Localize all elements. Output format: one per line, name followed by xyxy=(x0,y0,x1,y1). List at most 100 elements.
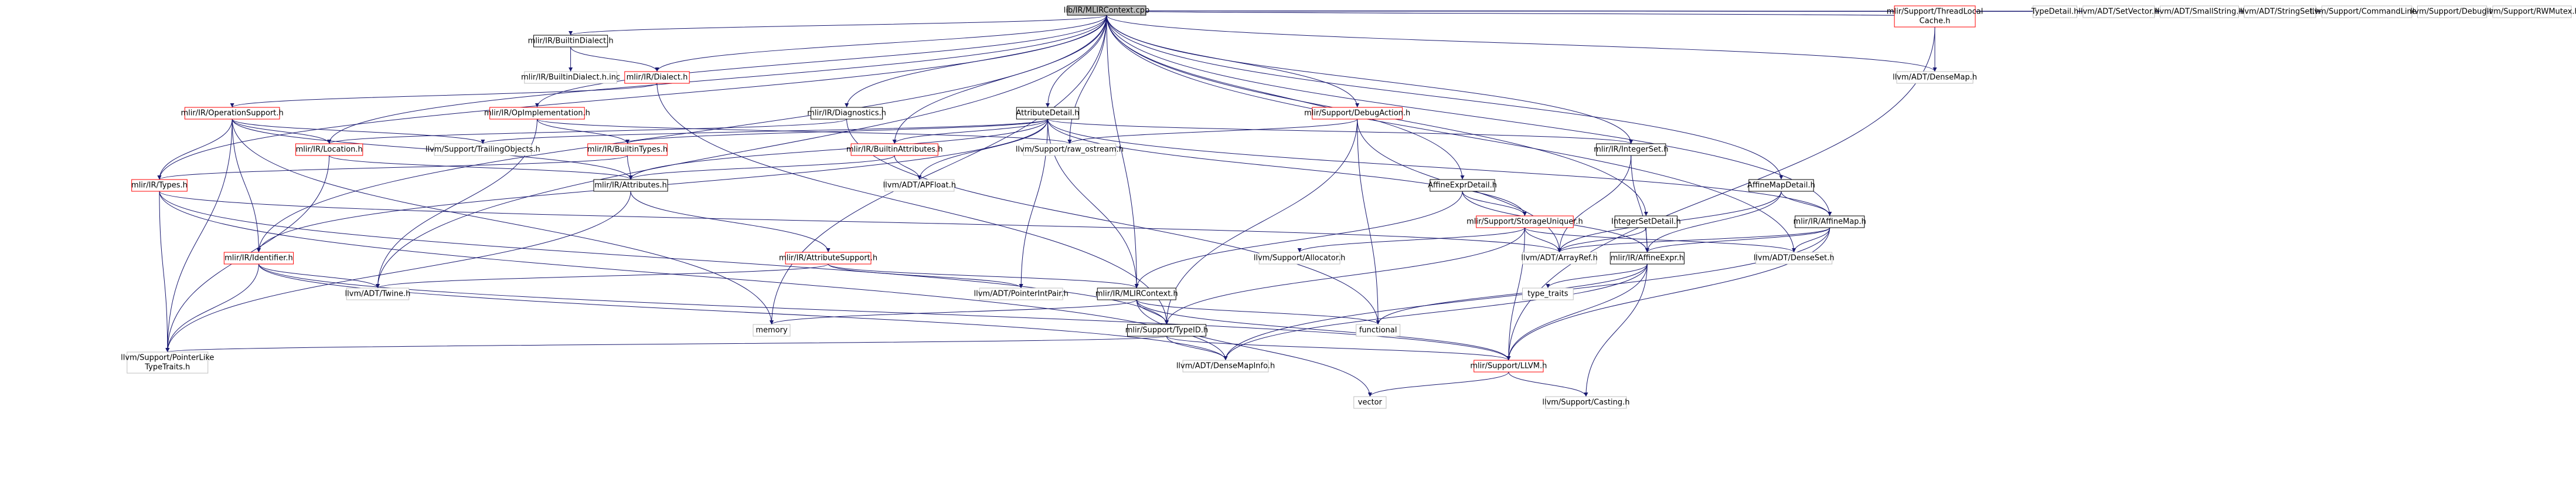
node-label-builtin-dialect-inc: mlir/IR/BuiltinDialect.h.inc xyxy=(521,73,620,82)
node-dense-set[interactable]: llvm/ADT/DenseSet.h xyxy=(1754,252,1835,265)
node-location[interactable]: mlir/IR/Location.h xyxy=(295,143,363,156)
edge-attribute-detail-to-integer-set xyxy=(1047,119,1633,144)
node-attributes[interactable]: mlir/IR/Attributes.h xyxy=(593,179,668,192)
edge-operation-support-to-location xyxy=(232,119,332,144)
node-box-builtin-attributes xyxy=(850,143,938,156)
node-type-detail[interactable]: TypeDetail.h xyxy=(2031,5,2079,18)
edge-storage-uniquer-to-allocator xyxy=(1297,227,1525,253)
node-type-traits[interactable]: type_traits xyxy=(1522,287,1574,300)
node-builtin-dialect-inc[interactable]: mlir/IR/BuiltinDialect.h.inc xyxy=(521,71,620,84)
node-label-small-string: llvm/ADT/SmallString.h xyxy=(2155,8,2243,16)
node-array-ref[interactable]: llvm/ADT/ArrayRef.h xyxy=(1521,252,1598,265)
node-allocator[interactable]: llvm/Support/Allocator.h xyxy=(1254,252,1346,265)
node-affine-map-detail[interactable]: AffineMapDetail.h xyxy=(1747,179,1815,192)
node-label-thread-local-cache: Cache.h xyxy=(1920,17,1951,26)
node-box-vector xyxy=(1353,396,1387,409)
node-attribute-detail[interactable]: AttributeDetail.h xyxy=(1016,107,1080,120)
node-twine[interactable]: llvm/ADT/Twine.h xyxy=(345,287,411,300)
include-edges xyxy=(157,8,2533,397)
node-label-builtin-attributes: mlir/IR/BuiltinAttributes.h xyxy=(846,146,943,154)
node-label-operation-support: mlir/IR/OperationSupport.h xyxy=(181,109,283,118)
node-box-integer-set-detail xyxy=(1614,215,1678,228)
node-rw-mutex[interactable]: llvm/Support/RWMutex.h xyxy=(2485,5,2576,18)
node-label-dense-map-info: llvm/ADT/DenseMapInfo.h xyxy=(1176,362,1275,371)
node-builtin-attributes[interactable]: mlir/IR/BuiltinAttributes.h xyxy=(846,143,943,156)
node-llvm-h[interactable]: mlir/Support/LLVM.h xyxy=(1470,360,1547,373)
edge-attribute-support-to-mlir-context xyxy=(828,263,1139,289)
node-box-pointer-like-type-traits xyxy=(127,351,209,374)
node-small-string[interactable]: llvm/ADT/SmallString.h xyxy=(2155,5,2244,18)
node-identifier[interactable]: mlir/IR/Identifier.h xyxy=(223,252,294,265)
node-trailing-objects[interactable]: llvm/Support/TrailingObjects.h xyxy=(426,143,540,156)
edge-location-to-attributes xyxy=(329,155,633,180)
node-box-dense-set xyxy=(1755,252,1833,265)
node-label-attribute-support: mlir/IR/AttributeSupport.h xyxy=(779,254,877,263)
edge-dialect-to-type-id xyxy=(656,83,1169,325)
node-op-implementation[interactable]: mlir/IR/OpImplementation.h xyxy=(484,107,590,120)
edge-affine-map-to-array-ref xyxy=(1557,227,1830,253)
node-label-builtin-types: mlir/IR/BuiltinTypes.h xyxy=(587,146,668,154)
node-memory[interactable]: memory xyxy=(753,324,791,337)
node-builtin-dialect[interactable]: mlir/IR/BuiltinDialect.h xyxy=(528,35,614,48)
edge-affine-expr-to-llvm-h xyxy=(1506,263,1648,361)
node-pointer-int-pair[interactable]: llvm/ADT/PointerIntPair.h xyxy=(974,287,1068,300)
edge-integer-set-detail-to-array-ref xyxy=(1557,227,1646,253)
edge-type-id-to-pointer-like-type-traits xyxy=(166,336,1168,353)
edge-debug-action-to-raw-ostream xyxy=(1067,119,1358,144)
node-storage-uniquer[interactable]: mlir/Support/StorageUniquer.h xyxy=(1466,215,1583,228)
node-command-line[interactable]: llvm/Support/CommandLine.h xyxy=(2310,5,2424,18)
edge-builtin-types-to-types xyxy=(157,155,628,180)
edge-diagnostics-to-functional xyxy=(846,119,1380,325)
node-box-array-ref xyxy=(1522,252,1597,265)
node-operation-support[interactable]: mlir/IR/OperationSupport.h xyxy=(181,107,284,120)
node-raw-ostream[interactable]: llvm/Support/raw_ostream.h xyxy=(1016,143,1124,156)
node-vector[interactable]: vector xyxy=(1353,396,1387,409)
node-integer-set-detail[interactable]: IntegerSetDetail.h xyxy=(1611,215,1681,228)
node-string-set[interactable]: llvm/ADT/StringSet.h xyxy=(2240,5,2320,18)
edge-storage-uniquer-to-array-ref xyxy=(1524,227,1562,253)
edge-attribute-detail-to-builtin-attributes xyxy=(892,119,1049,144)
node-label-op-implementation: mlir/IR/OpImplementation.h xyxy=(484,109,590,118)
node-debug-action[interactable]: mlir/Support/DebugAction.h xyxy=(1304,107,1410,120)
node-box-affine-map xyxy=(1795,215,1865,228)
edge-root-to-mlir-context xyxy=(1106,15,1139,289)
node-type-id[interactable]: mlir/Support/TypeID.h xyxy=(1125,324,1208,337)
edge-root-to-affine-map-detail xyxy=(1106,15,1784,180)
node-functional[interactable]: functional xyxy=(1356,324,1401,337)
node-casting[interactable]: llvm/Support/Casting.h xyxy=(1542,396,1629,409)
node-label-root: lib/IR/MLIRContext.cpp xyxy=(1064,6,1150,15)
node-label-identifier: mlir/IR/Identifier.h xyxy=(224,254,293,263)
edge-mlir-context-to-memory xyxy=(770,299,1137,325)
edge-attributes-to-pointer-like-type-traits xyxy=(165,191,631,353)
node-dialect[interactable]: mlir/IR/Dialect.h xyxy=(624,71,690,84)
edge-llvm-h-to-casting xyxy=(1508,371,1588,397)
edge-root-to-builtin-attributes xyxy=(892,15,1107,144)
edge-operation-support-to-pointer-like-type-traits xyxy=(165,119,233,353)
node-apfloat[interactable]: llvm/ADT/APFloat.h xyxy=(883,179,956,192)
node-label-affine-map: mlir/IR/AffineMap.h xyxy=(1794,218,1866,226)
node-attribute-support[interactable]: mlir/IR/AttributeSupport.h xyxy=(779,252,877,265)
edge-type-id-to-llvm-h xyxy=(1166,336,1511,361)
node-builtin-types[interactable]: mlir/IR/BuiltinTypes.h xyxy=(587,143,668,156)
node-dense-map-info[interactable]: llvm/ADT/DenseMapInfo.h xyxy=(1176,360,1275,373)
node-label-trailing-objects: llvm/Support/TrailingObjects.h xyxy=(426,146,540,154)
node-affine-expr-detail[interactable]: AffineExprDetail.h xyxy=(1428,179,1497,192)
node-affine-map[interactable]: mlir/IR/AffineMap.h xyxy=(1794,215,1866,228)
node-dense-map[interactable]: llvm/ADT/DenseMap.h xyxy=(1893,71,1977,84)
edge-llvm-h-to-vector xyxy=(1367,371,1509,397)
node-box-type-id xyxy=(1127,324,1207,337)
node-set-vector[interactable]: llvm/ADT/SetVector.h xyxy=(2078,5,2159,18)
node-debug[interactable]: llvm/Support/Debug.h xyxy=(2410,5,2494,18)
node-box-casting xyxy=(1545,396,1627,409)
node-label-mlir-context: mlir/IR/MLIRContext.h xyxy=(1095,290,1178,299)
node-label-affine-expr: mlir/IR/AffineExpr.h xyxy=(1611,254,1684,263)
node-affine-expr[interactable]: mlir/IR/AffineExpr.h xyxy=(1609,252,1685,265)
node-label-attribute-detail: AttributeDetail.h xyxy=(1016,109,1079,118)
edge-root-to-builtin-dialect xyxy=(569,15,1107,36)
node-integer-set[interactable]: mlir/IR/IntegerSet.h xyxy=(1594,143,1668,156)
node-types[interactable]: mlir/IR/Types.h xyxy=(131,179,188,192)
node-diagnostics[interactable]: mlir/IR/Diagnostics.h xyxy=(807,107,886,120)
node-mlir-context[interactable]: mlir/IR/MLIRContext.h xyxy=(1095,287,1178,300)
